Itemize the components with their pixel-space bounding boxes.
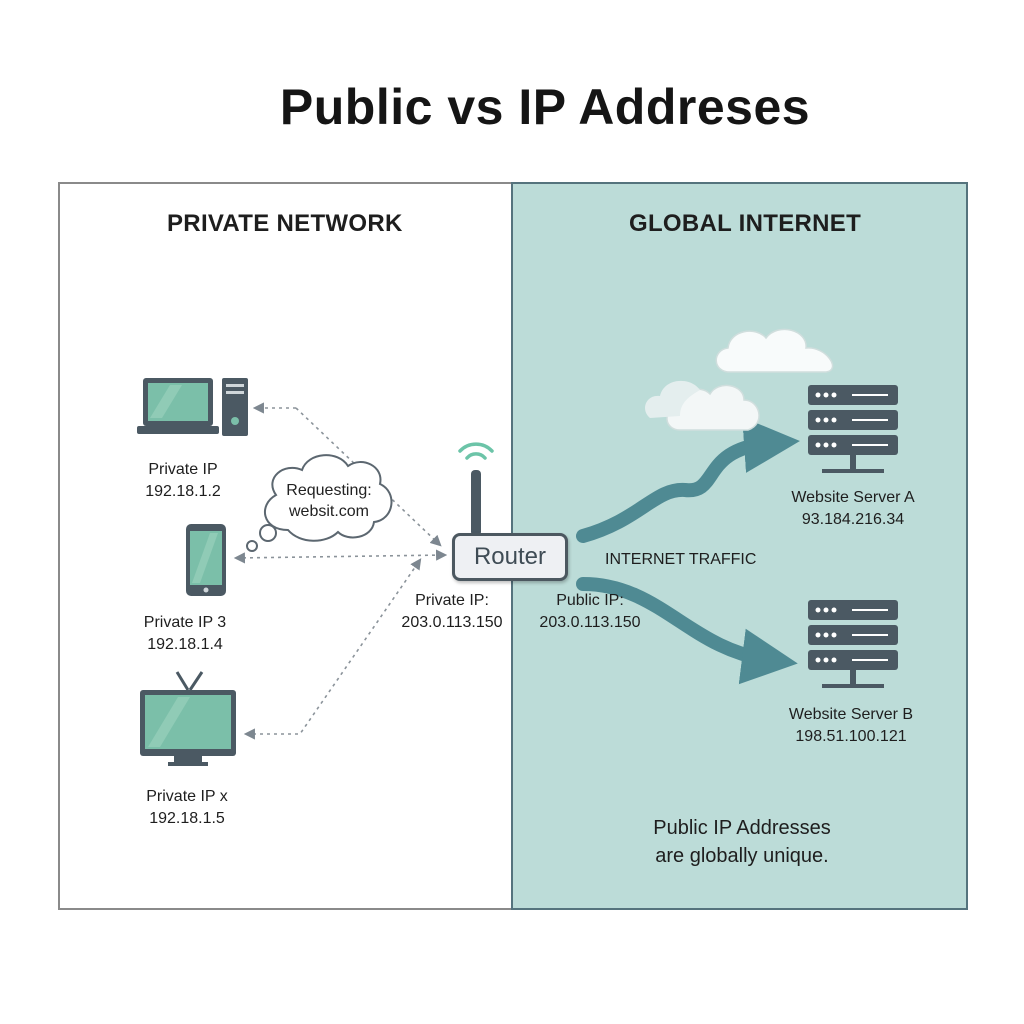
device-tv-ip: 192.18.1.5 bbox=[149, 810, 225, 827]
server-a-ip: 93.184.216.34 bbox=[801, 511, 905, 528]
router-private-caption: Private IP: bbox=[415, 592, 489, 609]
dashed-link-tv bbox=[243, 558, 422, 740]
wifi-icon bbox=[458, 442, 494, 460]
server-a-label: Website Server A 93.184.216.34 bbox=[778, 487, 928, 531]
television-icon bbox=[140, 671, 236, 766]
internet-traffic-label: INTERNET TRAFFIC bbox=[605, 551, 757, 568]
desktop-computer-icon bbox=[137, 378, 248, 436]
router-label: Router bbox=[473, 543, 547, 570]
device-label-tv: Private IP x 192.18.1.5 bbox=[132, 786, 242, 830]
device-phone-ip: 192.18.1.4 bbox=[147, 636, 223, 653]
router-box: Router bbox=[452, 533, 568, 581]
thought-line-1: Requesting: bbox=[286, 482, 372, 499]
device-label-phone: Private IP 3 192.18.1.4 bbox=[130, 612, 240, 656]
router-public-ip: 203.0.113.150 bbox=[539, 614, 641, 631]
cloud-icon bbox=[715, 328, 834, 373]
device-tv-caption: Private IP x bbox=[146, 788, 228, 805]
thought-bubble-text: Requesting: websit.com bbox=[274, 480, 384, 522]
router-public-caption: Public IP: bbox=[556, 592, 624, 609]
router-public-ip-label: Public IP: 203.0.113.150 bbox=[534, 590, 646, 634]
server-rack-icon bbox=[808, 385, 898, 473]
router-private-ip: 203.0.113.150 bbox=[401, 614, 503, 631]
device-phone-caption: Private IP 3 bbox=[143, 614, 227, 631]
traffic-arrow-server-b bbox=[576, 577, 798, 685]
device-desktop-ip: 192.18.1.2 bbox=[145, 483, 221, 500]
server-b-ip: 198.51.100.121 bbox=[795, 728, 907, 745]
router-private-ip-label: Private IP: 203.0.113.150 bbox=[396, 590, 508, 634]
server-rack-icon bbox=[808, 600, 898, 688]
smartphone-icon bbox=[186, 524, 226, 596]
router-antenna-icon bbox=[471, 470, 481, 536]
server-b-label: Website Server B 198.51.100.121 bbox=[776, 704, 926, 748]
server-a-name: Website Server A bbox=[791, 489, 915, 506]
public-ip-footnote: Public IP Addresses are globally unique. bbox=[612, 814, 872, 870]
thought-line-2: websit.com bbox=[288, 503, 370, 520]
page-title: Public vs IP Addreses bbox=[279, 79, 811, 135]
thought-bubble bbox=[246, 454, 393, 552]
device-desktop-caption: Private IP bbox=[148, 461, 218, 478]
cloud-icon bbox=[645, 380, 760, 431]
dashed-link-phone bbox=[233, 549, 448, 564]
device-label-desktop: Private IP 192.18.1.2 bbox=[128, 459, 238, 503]
global-internet-heading: GLOBAL INTERNET bbox=[629, 210, 862, 237]
footnote-line-1: Public IP Addresses bbox=[653, 817, 831, 839]
traffic-arrow-server-a bbox=[576, 417, 800, 543]
footnote-line-2: are globally unique. bbox=[655, 845, 829, 867]
private-network-heading: PRIVATE NETWORK bbox=[167, 210, 403, 237]
server-b-name: Website Server B bbox=[788, 706, 914, 723]
